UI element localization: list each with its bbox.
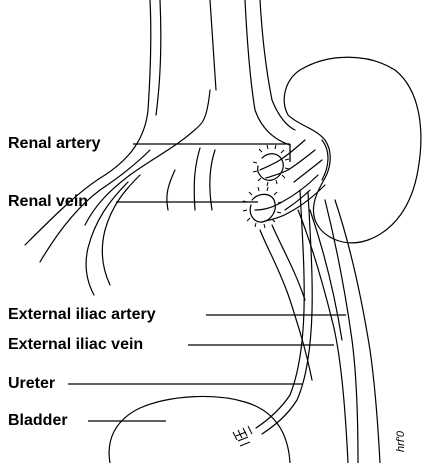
label-external-iliac-artery: External iliac artery [8, 306, 156, 324]
label-external-iliac-vein: External iliac vein [8, 336, 143, 354]
bladder [109, 396, 290, 463]
artist-signature: hrf'0 [395, 431, 407, 452]
label-ureter: Ureter [8, 375, 55, 393]
label-renal-vein: Renal vein [8, 193, 88, 211]
label-renal-artery: Renal artery [8, 135, 101, 153]
transplanted-kidney [284, 57, 421, 243]
label-bladder: Bladder [8, 412, 68, 430]
iliac-branches-left [40, 148, 215, 295]
